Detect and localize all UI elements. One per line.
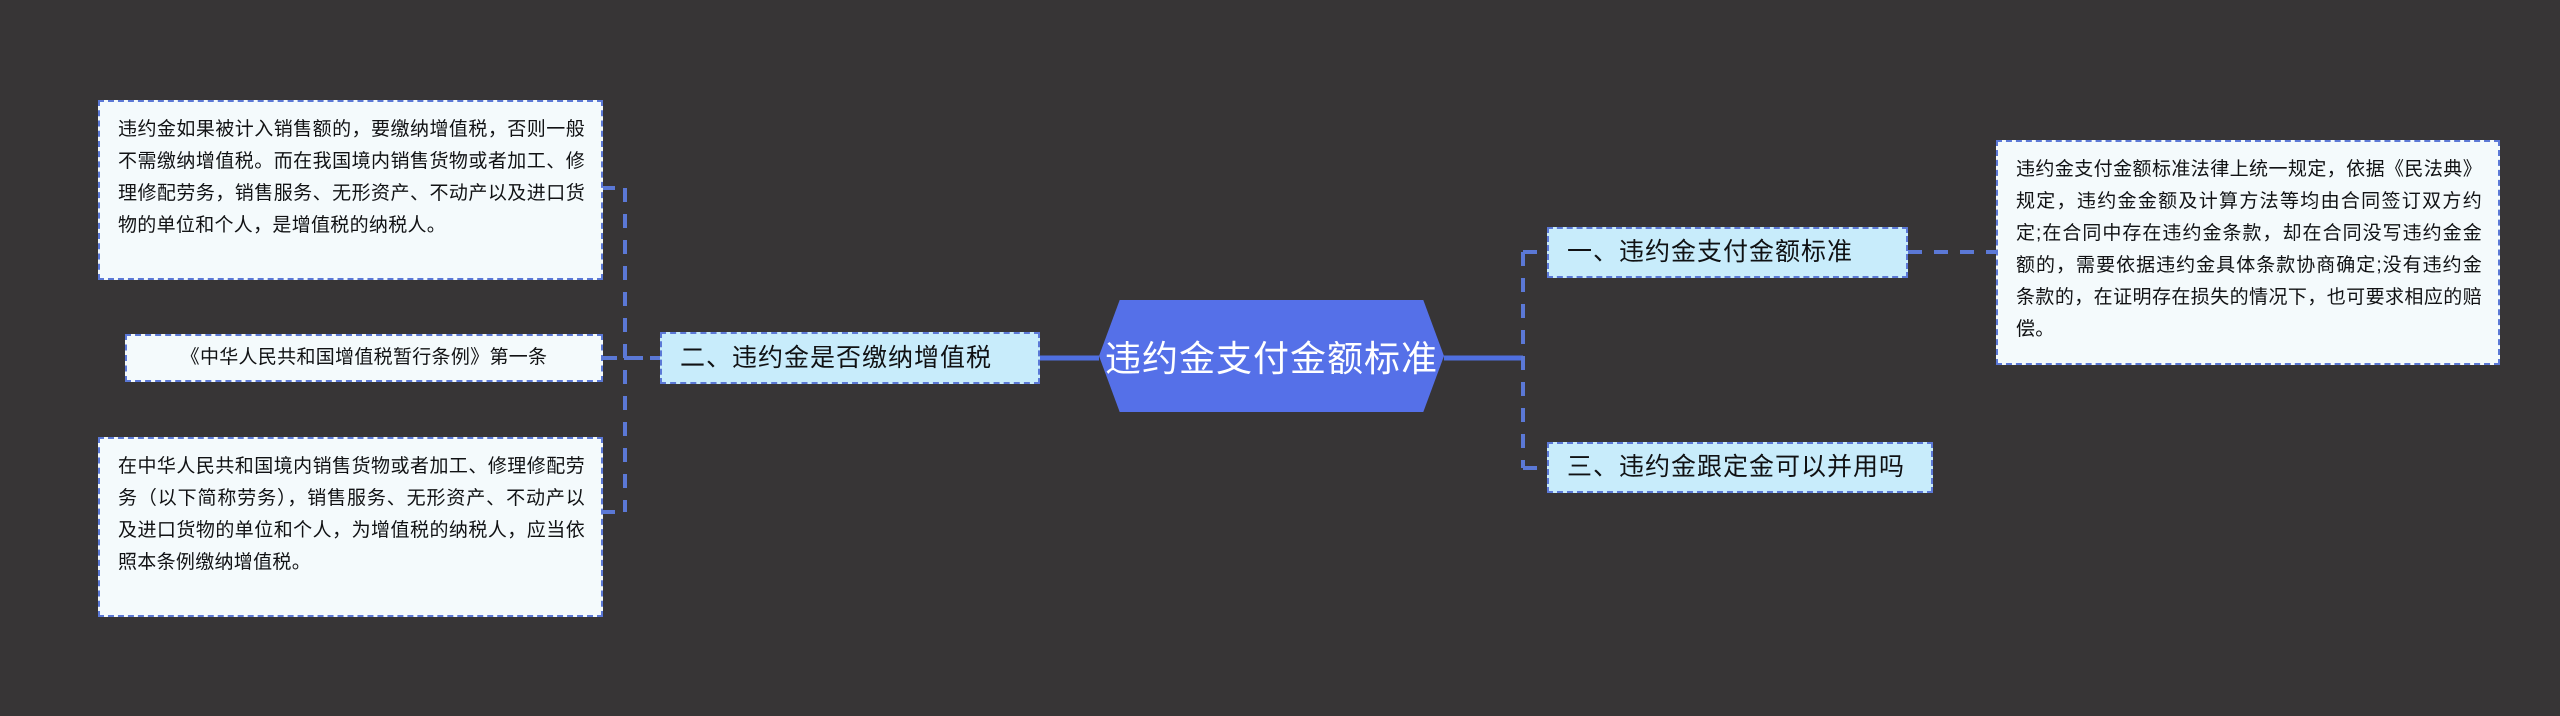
leaf-card-law-citation: 《中华人民共和国增值税暂行条例》第一条 xyxy=(125,334,603,382)
leaf-card-vat-explanation: 违约金如果被计入销售额的，要缴纳增值税，否则一般不需缴纳增值税。而在我国境内销售… xyxy=(98,100,603,280)
leaf-card-payment-standard-detail: 违约金支付金额标准法律上统一规定，依据《民法典》规定，违约金金额及计算方法等均由… xyxy=(1996,140,2500,365)
leaf-card-law-article: 在中华人民共和国境内销售货物或者加工、修理修配劳务（以下简称劳务），销售服务、无… xyxy=(98,437,603,617)
branch-node-3-deposit-combination[interactable]: 三、违约金跟定金可以并用吗 xyxy=(1547,442,1933,493)
root-node-penalty-payment-standard[interactable]: 违约金支付金额标准 xyxy=(1099,300,1444,412)
branch-node-1-payment-standard[interactable]: 一、违约金支付金额标准 xyxy=(1547,227,1908,278)
branch-node-2-vat[interactable]: 二、违约金是否缴纳增值税 xyxy=(660,332,1040,384)
